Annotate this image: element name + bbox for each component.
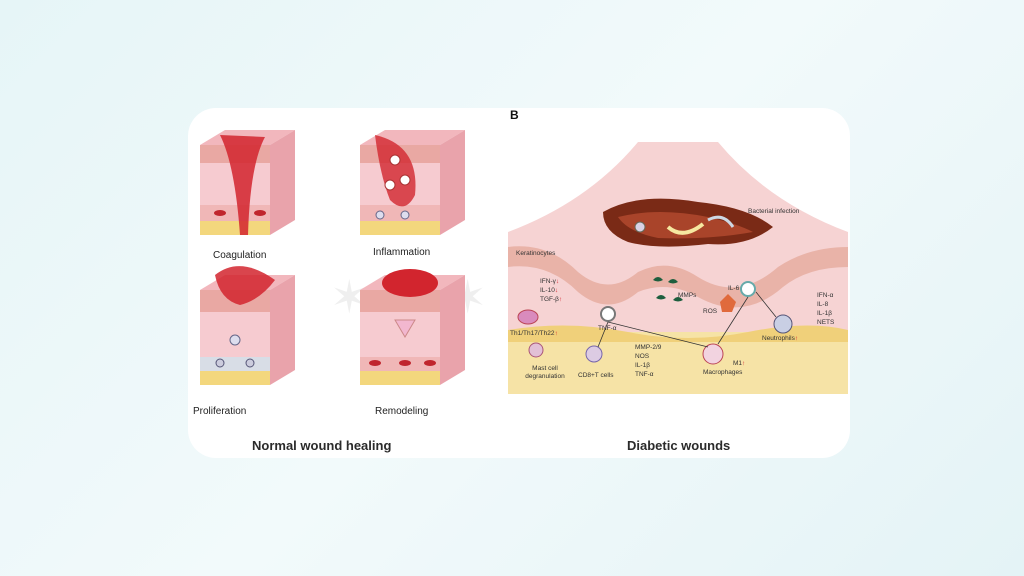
stage-label-proliferation: Proliferation [193,406,247,417]
label-right-2: IL-8 [817,301,829,308]
stage-label-coagulation: Coagulation [213,250,267,261]
label-ros: ROS [703,308,718,315]
stage-label-remodeling: Remodeling [375,406,429,417]
label-cd8: CD8+T cells [578,372,614,379]
label-mmp-4: TNF-α [635,371,654,378]
th-cell [517,309,539,325]
coagulation-block [200,130,295,235]
remodeling-block [360,269,465,385]
label-mast: Mast cell degranulation [525,365,565,380]
label-right-3: IL-1β [817,310,832,317]
inflammation-block [360,130,465,235]
label-m1: M1↑ [733,360,746,367]
label-right-1: IFN-α [817,292,834,299]
label-ifn: IFN-γ↓ [540,278,560,285]
proliferation-block [200,266,295,385]
normal-caption: Normal wound healing [252,438,392,453]
stage-label-inflammation: Inflammation [373,247,431,258]
diabetic-caption: Diabetic wounds [627,438,731,453]
label-th: Th1/Th17/Th22↑ [510,330,558,337]
label-mmps: MMPs [678,292,697,299]
normal-healing-panel [200,130,465,385]
label-keratinocytes: Keratinocytes [516,250,556,257]
label-il10: IL-10↓ [540,287,559,294]
label-tnf: TNF-α [598,325,617,332]
label-right-4: NETS [817,319,835,326]
label-mmp-3: IL-1β [635,362,650,369]
label-bacterial: Bacterial infection [748,208,800,215]
label-mmp-1: MMP-2/9 [635,344,662,351]
label-macrophages: Macrophages [703,369,743,376]
panel-letter: B [510,108,519,122]
label-tgf: TGF-β↑ [540,296,563,303]
diabetic-wound-panel [508,142,848,394]
label-mmp-2: NOS [635,353,650,360]
label-il6: IL-6 [728,285,740,292]
label-neutrophils: Neutrophils↑ [762,335,799,342]
